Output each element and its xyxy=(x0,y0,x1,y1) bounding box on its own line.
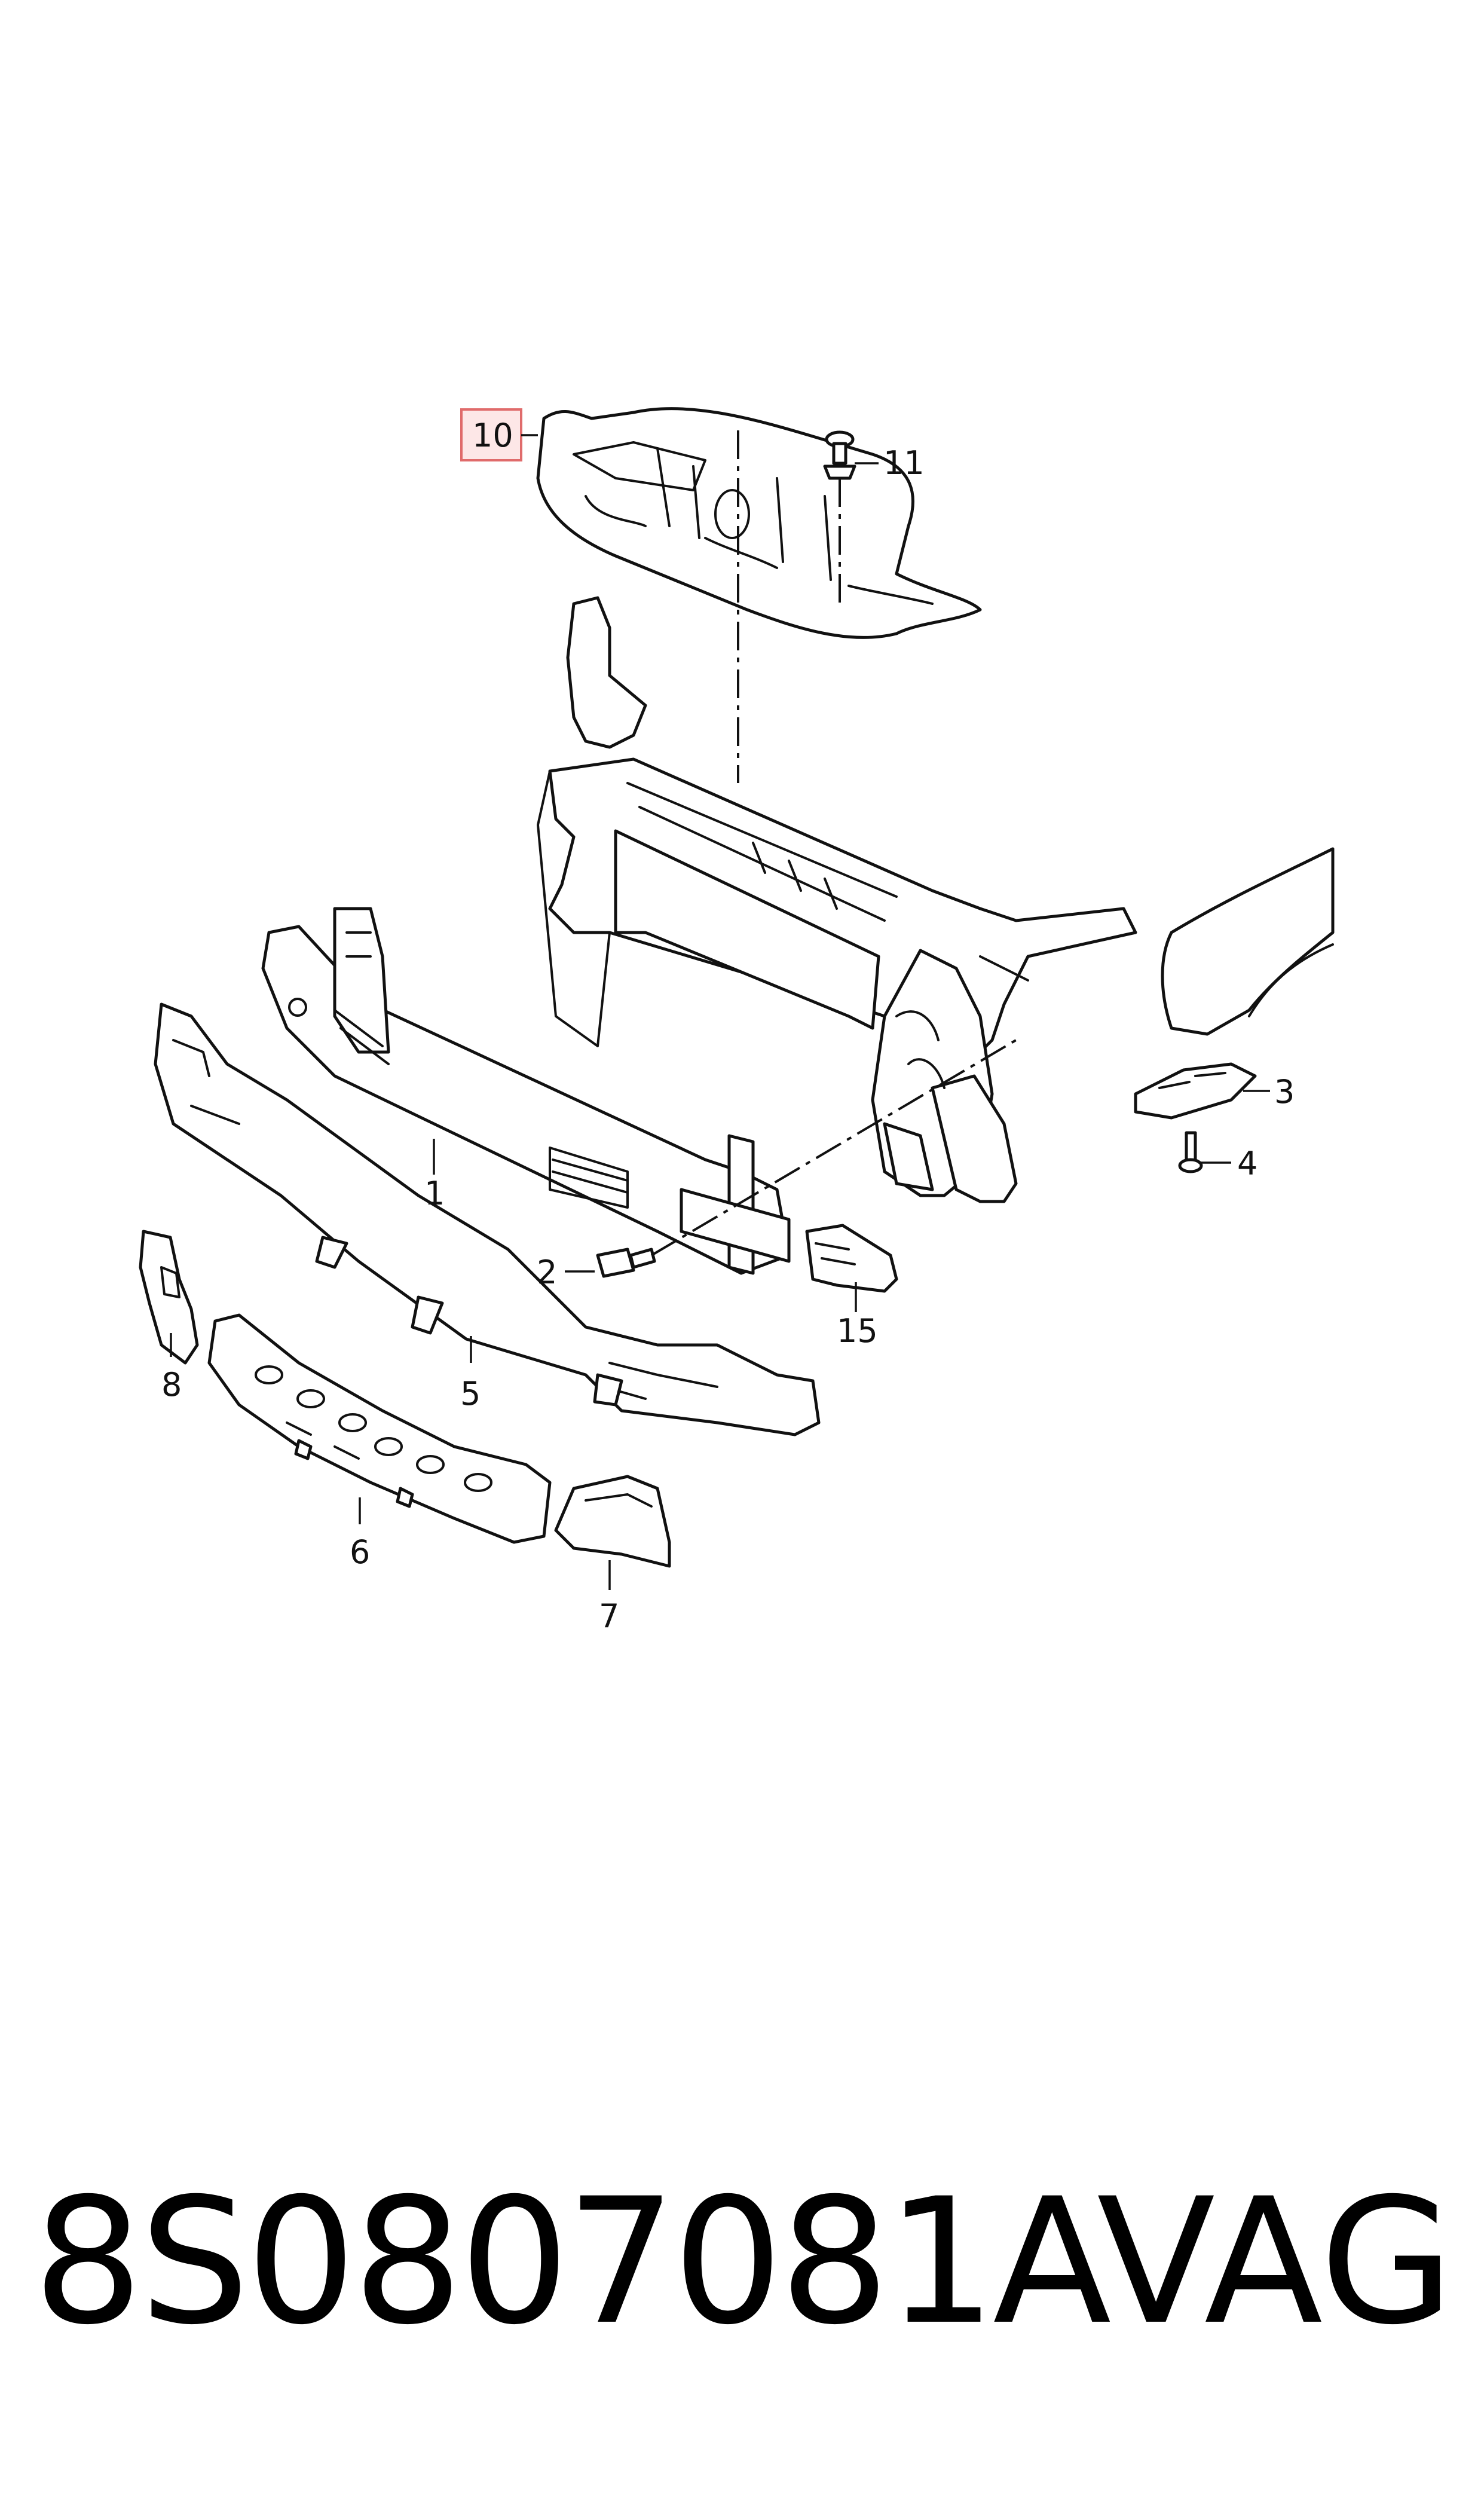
callout-6: 6 xyxy=(350,1533,370,1571)
lock-carrier-frame xyxy=(537,596,1137,1203)
parts-diagram: 10 11 1 2 3 4 15 8 5 6 7 xyxy=(139,407,1335,1635)
part-10-lock-carrier-cover xyxy=(536,407,982,639)
part-1-bumper-reinforcement xyxy=(261,907,791,1275)
callout-10: 10 xyxy=(472,417,513,454)
callout-10-highlight xyxy=(460,408,522,461)
part-2-bolt xyxy=(596,1039,1017,1278)
callout-8: 8 xyxy=(161,1366,182,1404)
callout-2: 2 xyxy=(537,1254,557,1291)
callout-1: 1 xyxy=(424,1175,445,1212)
part-11-clip xyxy=(823,430,856,604)
part-3-fender-bracket xyxy=(1134,847,1335,1120)
part-7-corner xyxy=(554,1475,671,1590)
callout-4: 4 xyxy=(1237,1145,1257,1182)
brand-label: VAG xyxy=(1097,2162,1454,2363)
callout-3: 3 xyxy=(1274,1073,1295,1111)
part-number: 8S0807081A xyxy=(33,2162,1112,2363)
callout-15: 15 xyxy=(837,1312,878,1350)
callout-7: 7 xyxy=(599,1597,619,1635)
part-4-screw xyxy=(1178,1131,1203,1173)
part-6-grille xyxy=(207,1313,552,1544)
callout-5: 5 xyxy=(460,1375,481,1413)
part-8-bracket xyxy=(139,1230,199,1365)
part-15-bracket xyxy=(805,1224,898,1293)
callout-11: 11 xyxy=(883,444,925,482)
part-5-energy-absorber xyxy=(154,1002,821,1436)
